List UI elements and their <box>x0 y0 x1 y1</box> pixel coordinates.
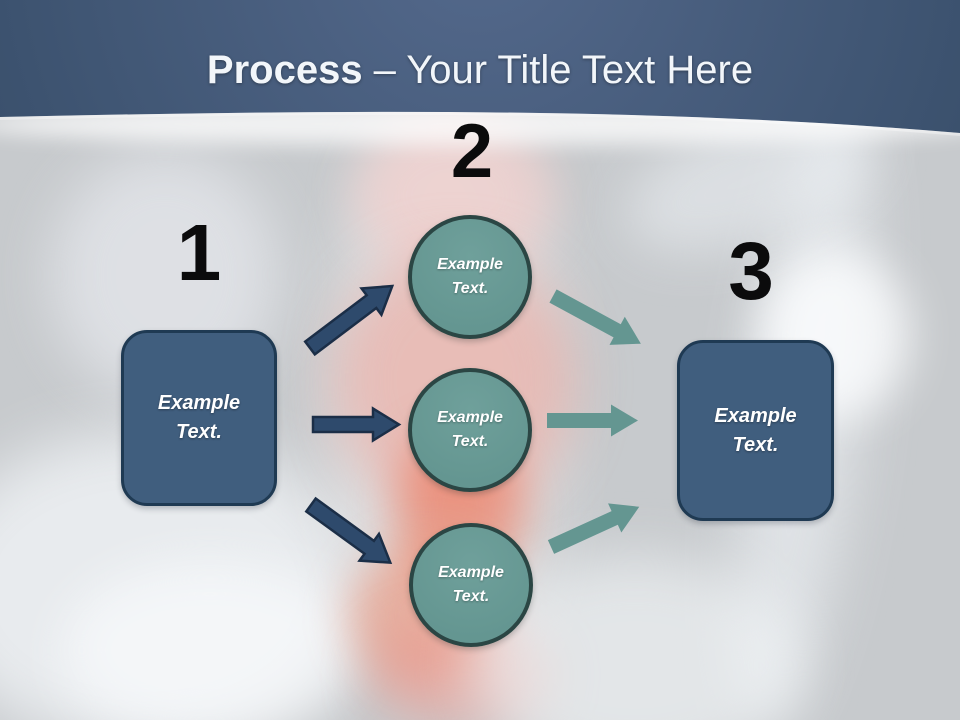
step-1-number: 1 <box>176 208 222 297</box>
title-banner-shape <box>0 0 960 136</box>
step-2-circle-3: Example Text. <box>409 523 533 647</box>
step-1-box: Example Text. <box>121 330 277 506</box>
title-banner: Process– Your Title Text Here <box>0 0 960 140</box>
arrow-circle1-to-step3 <box>549 289 641 345</box>
step-2-number: 2 <box>450 109 494 194</box>
arrow-circle2-to-step3 <box>547 404 638 437</box>
step-3-box-label: Example Text. <box>714 404 797 456</box>
arrow-step1-to-circle1 <box>303 284 395 357</box>
step-2-circle-2-label: Example Text. <box>437 409 503 450</box>
step-1-box-label: Example Text. <box>157 392 241 443</box>
slide-title-emphasis: Process <box>206 48 363 92</box>
step-2-circle-1: Example Text. <box>408 215 532 339</box>
slide-title: Process– Your Title Text Here <box>0 48 960 92</box>
slide-title-rest: – Your Title Text Here <box>373 48 754 92</box>
step-2-circle-1-label: Example Text. <box>437 256 503 297</box>
arrow-step1-to-circle2 <box>311 406 402 443</box>
step-3-number: 3 <box>728 226 774 317</box>
step-2-circle-3-label: Example Text. <box>438 564 504 605</box>
arrow-step1-to-circle3 <box>304 496 393 564</box>
arrow-circle3-to-step3 <box>547 503 640 554</box>
step-2-circle-2: Example Text. <box>408 368 532 492</box>
smoke-shape-bottom-left-2 <box>60 560 360 720</box>
step-3-box: Example Text. <box>677 340 834 521</box>
